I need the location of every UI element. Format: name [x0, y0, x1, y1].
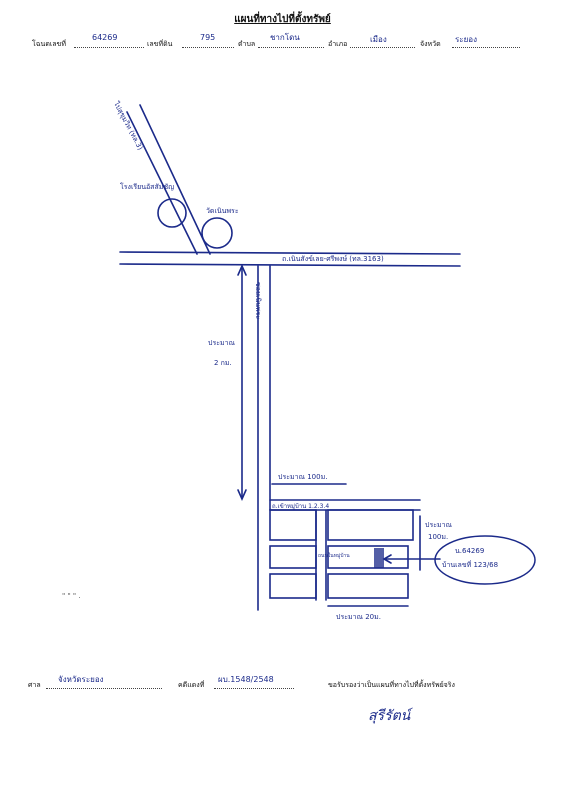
- case-label: คดีแดงที่: [178, 681, 205, 689]
- land-number: 795: [200, 33, 216, 42]
- block-6: [327, 573, 409, 599]
- deed-dotline: [74, 47, 144, 48]
- deed-number: 64269: [92, 33, 118, 42]
- arrow-head-down: [237, 489, 247, 501]
- target-plot: [374, 548, 384, 568]
- court-dotline: [46, 688, 162, 689]
- distance-bottom-label: ประมาณ 20ม.: [336, 613, 381, 621]
- block-4: [327, 509, 414, 541]
- case-value: ผบ.1548/2548: [218, 675, 274, 684]
- province-value: ระยอง: [455, 35, 477, 44]
- main-road-label: ถ.เนินสังข์เลย-ศรีพงษ์ (ทล.3163): [282, 255, 384, 263]
- distance-vertical-2: 2 กม.: [214, 359, 232, 367]
- land-label: เลขที่ดิน: [147, 40, 173, 48]
- court-label: ศาล: [28, 681, 41, 689]
- block-3: [269, 573, 317, 599]
- nw-road-edge-left: [126, 111, 198, 255]
- target-callout: [434, 535, 536, 585]
- temple-circle: [201, 217, 233, 249]
- deed-label: โฉนดเลขที่: [32, 40, 66, 48]
- target-deed-label: น.64269: [455, 547, 485, 555]
- district-dotline: [350, 47, 415, 48]
- side-road-label: ซอยเนินพระ: [254, 282, 262, 320]
- block-1: [269, 509, 317, 541]
- school-label: โรงเรียนอัสสัมชัญ: [120, 183, 175, 191]
- inner-road-label: ถนนในหมู่บ้าน: [318, 553, 350, 559]
- distance-top-label: ประมาณ 100ม.: [278, 473, 328, 481]
- soi-label: ถ.เข้าหมู่บ้าน 1.2.3.4: [272, 503, 330, 510]
- main-road-bottom: [119, 263, 461, 267]
- land-dotline: [182, 47, 234, 48]
- subdistrict-dotline: [258, 47, 324, 48]
- district-label: อำเภอ: [328, 40, 348, 48]
- document-title: แผนที่ทางไปที่ตั้งทรัพย์: [234, 14, 331, 25]
- block-2: [269, 545, 317, 569]
- main-road-top: [119, 251, 461, 255]
- province-label: จังหวัด: [420, 40, 441, 48]
- subdistrict-label: ตำบล: [238, 40, 256, 48]
- distance-right-1: ประมาณ: [425, 521, 453, 529]
- target-house-label: บ้านเลขที่ 123/68: [442, 561, 499, 569]
- subdistrict-value: ชากโดน: [270, 33, 300, 42]
- margin-note: " " " .: [62, 592, 81, 600]
- school-circle: [157, 198, 187, 228]
- distance-right-2: 100ม.: [428, 533, 449, 541]
- district-value: เมือง: [370, 35, 387, 44]
- block-5: [327, 545, 409, 569]
- nw-road-edge-right: [139, 104, 211, 255]
- temple-label: วัดเนินพระ: [206, 207, 239, 215]
- arrow-head-up: [237, 264, 247, 276]
- certify-text: ขอรับรองว่าเป็นแผนที่ทางไปที่ตั้งทรัพย์จ…: [328, 681, 455, 689]
- court-value: จังหวัดระยอง: [58, 675, 104, 684]
- signature: สุรีรัตน์: [368, 708, 411, 724]
- case-dotline: [214, 688, 294, 689]
- distance-vertical-1: ประมาณ: [208, 339, 236, 347]
- province-dotline: [452, 47, 520, 48]
